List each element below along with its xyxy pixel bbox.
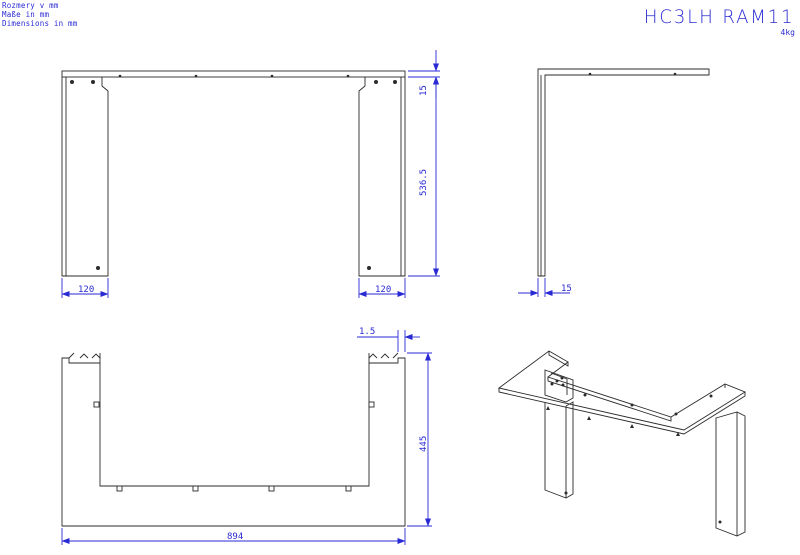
dim-label-120-left: 120: [78, 285, 94, 295]
top-outline: [61, 357, 406, 527]
iso-holes: [546, 376, 722, 524]
part-code: HC3LH RAM11: [644, 6, 795, 28]
front-holes: [70, 74, 397, 270]
top-right-teeth: [368, 352, 399, 359]
front-top-plate: [61, 70, 406, 78]
dim-label-445: 445: [419, 436, 429, 452]
dim-label-15-side: 15: [561, 284, 572, 294]
dim-top-sheet-thickness: 1.5: [357, 327, 420, 352]
dim-front-leg-right: 120: [358, 278, 406, 298]
dim-front-top-thickness: 15: [408, 50, 440, 98]
dim-label-536-5: 536.5: [419, 169, 429, 196]
dim-top-width: 894: [61, 528, 406, 545]
side-profile: [537, 68, 710, 277]
iso-right-leg-front: [715, 411, 746, 537]
iso-left-bracket: [544, 369, 574, 403]
side-view: [537, 68, 710, 277]
dim-side-thickness: 15: [518, 278, 572, 297]
part-weight: 4kg: [780, 28, 795, 37]
iso-top-frame-outer: [497, 350, 746, 431]
iso-top-frame-back-edge: [548, 351, 569, 367]
top-left-teeth: [68, 352, 101, 359]
iso-top-frame-inner-edge: [547, 377, 672, 422]
iso-left-leg-side: [565, 401, 574, 499]
title-block: HC3LH RAM11 4kg: [636, 6, 795, 37]
front-view: [61, 70, 406, 277]
units-note-en: Dimensions in mm: [2, 19, 78, 28]
front-left-leg: [61, 77, 109, 277]
units-note-de: Maße in mm: [2, 10, 50, 19]
isometric-view: [497, 350, 746, 537]
units-note-cs: Rozmery v mm: [2, 1, 59, 10]
dim-label-15-top: 15: [419, 85, 429, 96]
dim-label-120-right: 120: [375, 285, 391, 295]
iso-left-leg-front: [544, 402, 567, 499]
iso-top-frame-edge: [498, 388, 746, 435]
dim-front-leg-left: 120: [61, 278, 109, 298]
top-holes: [93, 401, 375, 492]
top-view: [61, 352, 406, 527]
dim-front-height: 536.5: [408, 76, 440, 277]
front-right-leg: [358, 77, 406, 277]
dim-label-1-5: 1.5: [359, 327, 375, 337]
units-note: Rozmery v mm Maße in mm Dimensions in mm: [2, 1, 77, 28]
dim-top-depth: 445: [407, 352, 432, 527]
dim-label-894: 894: [227, 532, 243, 542]
iso-left-bracket-inner: [550, 372, 568, 395]
